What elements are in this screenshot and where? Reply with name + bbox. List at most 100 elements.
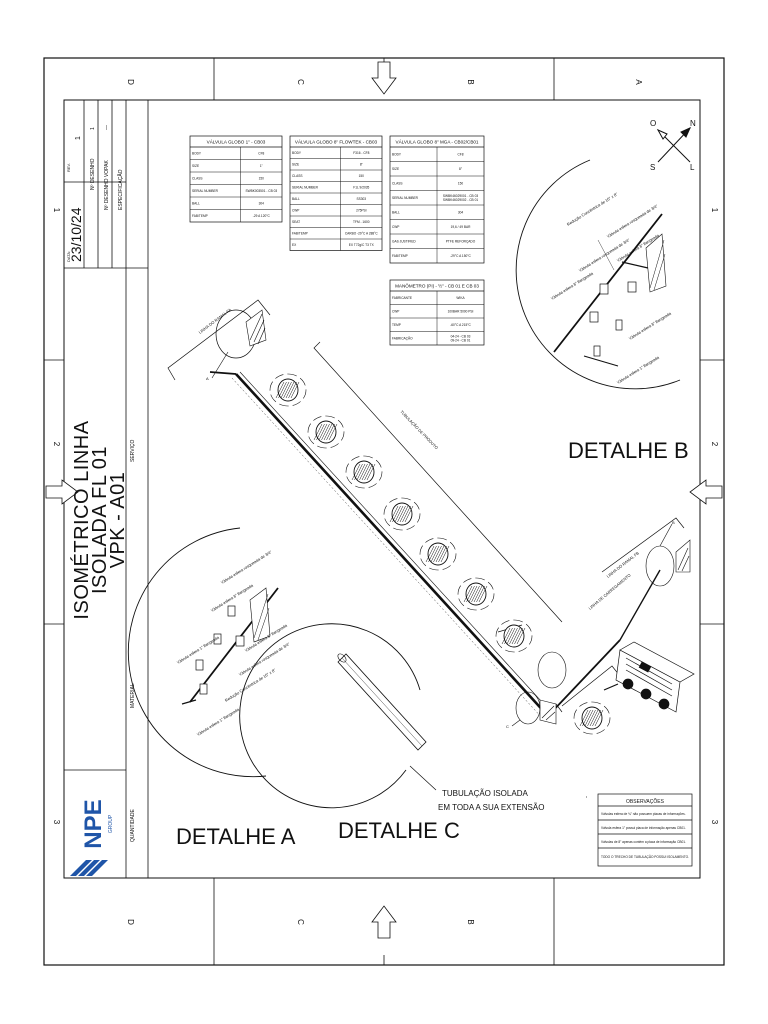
detail-c-view xyxy=(239,623,437,809)
compass-l: L xyxy=(690,163,695,172)
table-cell-label: SIZE xyxy=(192,164,199,168)
drawing-title-line3: VPK - A01 xyxy=(107,472,129,569)
service-label: SERVIÇO xyxy=(130,439,136,462)
point-b-marker: B xyxy=(672,520,675,525)
compass-rose-icon xyxy=(656,127,691,163)
table-cell-label: CWP xyxy=(392,309,399,313)
observations-box xyxy=(597,793,693,867)
observations-title: OBSERVAÇÕES xyxy=(626,798,665,805)
table-cell-label: SERIAL NUMBER xyxy=(392,196,419,200)
observation-item: Válvula esfera 1" possui placa de inform… xyxy=(601,826,686,830)
table-cell-value: WIKA xyxy=(456,296,465,300)
pipe-supports xyxy=(269,373,611,735)
label-main-pipe: TUBULAÇÃO DE PRODUTO xyxy=(399,409,439,450)
main-pipe-route xyxy=(209,371,661,721)
material-label: MATERIAL xyxy=(130,683,136,708)
detail-a-callout-valve-1b: Válvula esfera 1" flangeada xyxy=(196,706,241,737)
table-cell-label: SERIAL NUMBER xyxy=(192,189,219,193)
zone-number: 1 xyxy=(52,208,61,213)
pipe-support-marker xyxy=(573,701,611,735)
table-cell-label: FAB/TEMP xyxy=(392,254,408,258)
compass-o: O xyxy=(650,119,656,128)
quantity-label: QUANTIDADE xyxy=(130,809,136,842)
logo-text: NPE xyxy=(80,799,107,848)
drawing-no-value: 1 xyxy=(90,127,96,130)
detail-b-title: DETALHE B xyxy=(568,438,689,463)
detail-a-callout-valve-34a: Válvula esfera rosqueada de 3/4" xyxy=(220,549,273,585)
table-cell-value: 150 xyxy=(359,174,365,178)
table-title: VÁLVULA GLOBO 8" FLOWTEK - CB03 xyxy=(295,139,378,145)
table-cell-label: EX xyxy=(292,243,297,247)
table-cell-value: 150 xyxy=(259,176,265,180)
title-block xyxy=(64,100,149,878)
table-cell-label: SIZE xyxy=(292,162,299,166)
zone-letter: B xyxy=(466,79,475,84)
table-cell-value: CARBO -29°C A 288°C xyxy=(345,231,379,235)
tanker-truck-icon xyxy=(603,641,695,713)
table-cell-value: 1" xyxy=(260,164,263,168)
drawing-no-vopak-value: — xyxy=(104,125,110,130)
detail-c-title: DETALHE C xyxy=(338,818,460,843)
table-cell-label: GAS JUSTIFIED xyxy=(392,239,416,243)
table-title: MANÔMETRO (PI) - ½" - CB 01 E CB 03 xyxy=(395,283,479,289)
hatched-anchor-a xyxy=(211,309,267,379)
table-cell-value: PTFE REFORÇADO xyxy=(446,239,476,243)
pipe-support-marker xyxy=(495,619,533,653)
detail-b-callout-valve-8c: Válvula esfera 8" flangeada xyxy=(628,310,673,341)
label-ramal-a: LINHA DO RAMAL FA xyxy=(198,307,233,335)
centering-arrow-bottom-icon xyxy=(371,905,397,939)
table-cell-value: -29 A 120°C xyxy=(253,214,271,218)
table-cell-value: 304 xyxy=(458,210,464,214)
drawing-title-line2: ISOLADA FL 01 xyxy=(89,446,111,594)
spec-label: ESPECIFICAÇÃO xyxy=(117,169,124,210)
zone-number: 1 xyxy=(710,208,719,213)
pipe-support-marker xyxy=(345,455,383,489)
table-cell-label: BALL xyxy=(192,201,200,205)
detail-b-callout-valve-1: Válvula esfera 1" flangeada xyxy=(616,354,661,385)
pipe-support-marker xyxy=(457,577,495,611)
detail-b-view xyxy=(515,159,681,390)
table-cell-label: SEAT xyxy=(292,220,300,224)
label-loading-line: LINHA DE CARREGAMENTO xyxy=(587,573,631,611)
table-cell-value: 100BAR 5000 PSI xyxy=(448,309,474,313)
table-cell-label: CLASS xyxy=(192,176,202,180)
zone-numbers-left: 1 2 3 xyxy=(52,208,61,825)
table-cell-label: BALL xyxy=(392,210,400,214)
table-cell-value: 09-24 - CB 01 xyxy=(451,338,471,342)
detail-a-title: DETALHE A xyxy=(176,824,296,849)
date-value: 23/10/24 xyxy=(68,207,84,262)
observation-item: Válvulas esfera de ¾" não possuem placas… xyxy=(601,812,686,816)
zone-letter: A xyxy=(634,79,643,85)
zone-number: 3 xyxy=(52,820,61,825)
zone-letter: D xyxy=(126,79,135,85)
table-cell-value: 150 xyxy=(458,181,464,185)
pipe-support-marker xyxy=(419,537,457,571)
table-title: VÁLVULA GLOBO 1" - CB03 xyxy=(207,139,266,145)
compass-s: S xyxy=(650,163,655,172)
drawing-no-vopak-label: Nº DESENHO VOPAK xyxy=(104,160,110,210)
centering-arrow-right-icon xyxy=(689,479,723,505)
table-cell-label: FAB/TEMP xyxy=(292,231,308,235)
table-cell-label: TEMP xyxy=(392,323,401,327)
table-cell-label: BODY xyxy=(192,151,202,155)
logo-sub: GROUP xyxy=(108,814,114,833)
zone-letters-bottom: D C B xyxy=(126,919,475,925)
table-cell-label: CWP xyxy=(292,208,299,212)
compass-n: N xyxy=(690,119,696,128)
table-cell-label: CWP xyxy=(392,225,399,229)
logo-stripes-icon xyxy=(70,860,108,876)
zone-ticks xyxy=(44,58,724,965)
observation-item: Válvulas de 8" apenas contém a placa de … xyxy=(601,840,686,844)
table-cell-label: CLASS xyxy=(392,181,402,185)
zone-number: 3 xyxy=(710,820,719,825)
table-cell-value: 04-24 - CB 03 xyxy=(451,334,471,338)
zone-letter: C xyxy=(296,79,305,85)
table-cell-value: SS303 xyxy=(357,197,367,201)
hatched-anchor-b xyxy=(645,523,691,587)
drawing-title-line1: ISOMÉTRICO LINHA xyxy=(70,420,93,619)
detail-b-callout-valve-34a: Válvula esfera rosqueada de 3/4" xyxy=(606,203,659,239)
table-cell-value: CF8 xyxy=(258,151,264,155)
